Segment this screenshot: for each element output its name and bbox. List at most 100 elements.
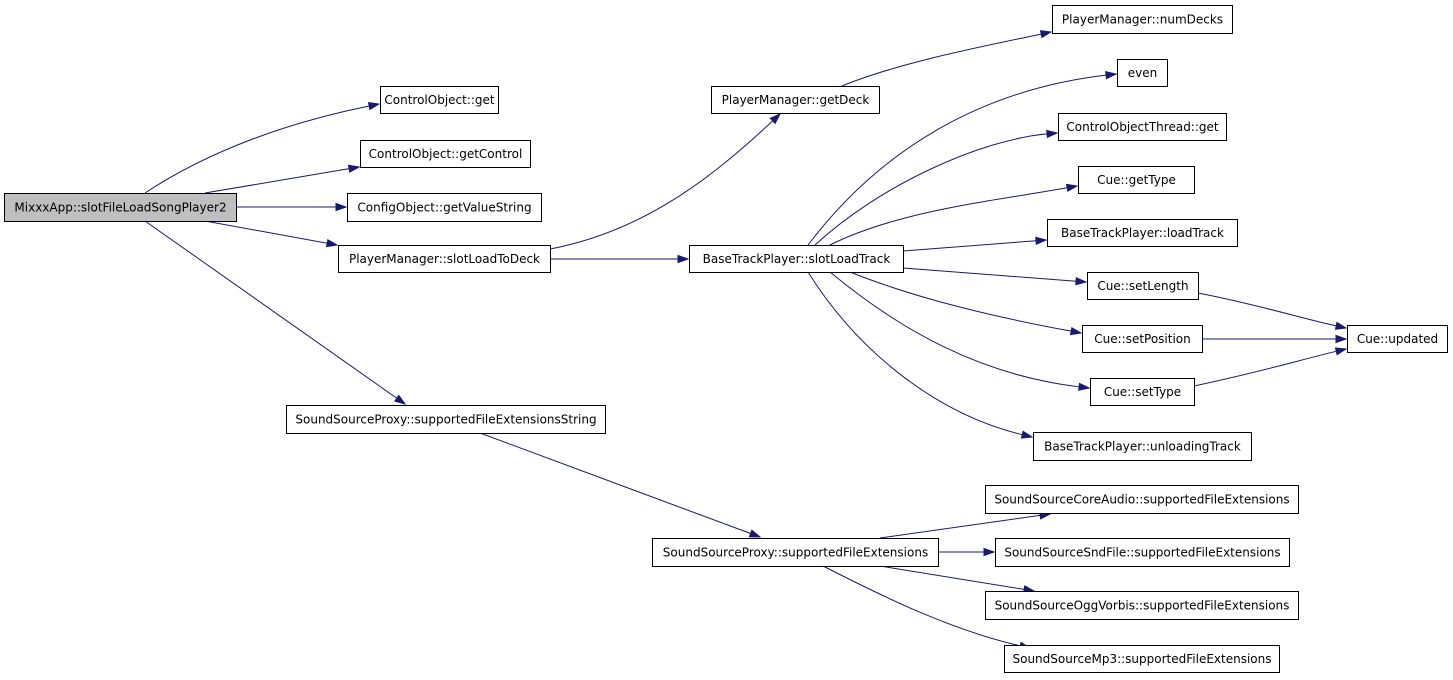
node-cue-settype[interactable]: Cue::setType [1090,378,1195,406]
node-box [1082,325,1203,353]
node-cue-setposition[interactable]: Cue::setPosition [1082,325,1203,353]
node-box [286,405,606,434]
edge-arrowhead [1035,236,1048,245]
node-btp-loadtrack[interactable]: BaseTrackPlayer::loadTrack [1047,219,1238,247]
edge-btp_slotload-to-cue_setlength [902,267,1088,286]
node-ssp-extstring[interactable]: SoundSourceProxy::supportedFileExtension… [286,405,606,434]
edge-arrowhead [1335,334,1348,344]
edge-arrowhead [1069,326,1083,336]
node-box [380,86,499,114]
edge-line [879,565,1025,590]
node-btp-unloading[interactable]: BaseTrackPlayer::unloadingTrack [1033,432,1252,461]
node-label: SoundSourceOggVorbis::supportedFileExten… [995,599,1290,613]
edge-arrowhead [1065,183,1079,193]
node-box [689,245,904,273]
node-ss-mp3[interactable]: SoundSourceMp3::supportedFileExtensions [1004,645,1280,673]
edge-arrowhead [983,547,996,557]
edge-line [829,187,1068,246]
node-box [1058,113,1227,141]
edge-line [902,240,1037,252]
edge-btp_slotload-to-cue_gettype [829,183,1079,246]
node-label: PlayerManager::numDecks [1062,13,1223,27]
node-label: MixxxApp::slotFileLoadSongPlayer2 [14,201,226,215]
node-box [1117,59,1168,87]
node-ss-coreaudio[interactable]: SoundSourceCoreAudio::supportedFileExten… [985,485,1299,514]
edge-root-to-ssp_extstring [144,220,407,405]
edge-root-to-co_getcontrol [204,164,361,194]
edge-line [807,74,1107,246]
node-box [1078,166,1195,194]
node-pm-numdecks[interactable]: PlayerManager::numDecks [1052,5,1233,34]
node-box [711,86,880,114]
edge-line [204,220,328,244]
node-even[interactable]: even [1117,59,1168,87]
node-root[interactable]: MixxxApp::slotFileLoadSongPlayer2 [4,193,237,222]
edge-btp_slotload-to-even [807,71,1118,246]
edge-line [479,432,751,534]
node-pm-slotload[interactable]: PlayerManager::slotLoadToDeck [338,245,551,273]
edge-line [879,514,1041,539]
edge-line [1193,350,1337,387]
node-co-get[interactable]: ControlObject::get [380,86,499,114]
node-cue-updated[interactable]: Cue::updated [1347,325,1448,353]
node-ss-sndfile[interactable]: SoundSourceSndFile::supportedFileExtensi… [995,538,1290,567]
node-box [985,485,1299,514]
edge-arrowhead [325,238,339,248]
node-label: Cue::setLength [1097,279,1188,293]
node-box [1033,432,1252,461]
node-box [1052,5,1233,34]
node-label: ControlObjectThread::get [1066,120,1219,134]
edge-arrowhead [1334,347,1348,356]
edge-arrowhead [367,101,381,111]
edge-ssp_ext-to-ss_oggvorbis [879,565,1036,594]
node-box [360,140,531,168]
edge-line [902,267,1077,282]
node-cue-gettype[interactable]: Cue::getType [1078,166,1195,194]
node-label: Cue::setPosition [1094,332,1191,346]
node-cue-setlength[interactable]: Cue::setLength [1087,272,1199,300]
edge-line [841,33,1042,87]
edge-root-to-co_get [144,101,381,194]
node-label: Cue::setType [1104,385,1181,399]
edge-btp_slotload-to-btp_unloading [807,271,1034,439]
node-label: BaseTrackPlayer::unloadingTrack [1044,440,1241,454]
node-box [995,538,1290,567]
edge-line [144,220,398,399]
edge-pm_slotload-to-pm_getdeck [549,112,782,250]
node-box [1347,325,1448,353]
node-btp-slotload[interactable]: BaseTrackPlayer::slotLoadTrack [689,245,904,273]
node-label: ControlObject::get [384,93,495,107]
edge-arrowhead [1078,382,1091,391]
node-label: PlayerManager::getDeck [722,93,870,107]
node-ss-oggvorbis[interactable]: SoundSourceOggVorbis::supportedFileExten… [985,591,1299,620]
node-label: BaseTrackPlayer::loadTrack [1061,226,1224,240]
edge-ssp_extstring-to-ssp_ext [479,432,762,538]
edge-root-to-pm_slotload [204,220,339,248]
node-box [1004,645,1280,673]
edge-pm_slotload-to-btp_slotload [550,254,690,264]
edge-line [822,565,1021,647]
edge-arrowhead [1105,71,1118,80]
edge-arrowhead [393,394,407,405]
node-cot-get[interactable]: ControlObjectThread::get [1058,113,1227,141]
edge-line [829,271,1080,388]
node-pm-getdeck[interactable]: PlayerManager::getDeck [711,86,880,114]
node-box [338,245,551,273]
edge-line [849,271,1072,332]
edge-cue_setposition-to-cue_updated [1202,334,1348,344]
node-label: Cue::getType [1097,173,1176,187]
edge-arrowhead [1039,30,1053,39]
node-label: BaseTrackPlayer::slotLoadTrack [703,252,891,266]
edge-line [144,105,370,194]
edge-pm_getdeck-to-pm_numdecks [841,30,1053,87]
node-box [652,538,939,567]
edge-arrowhead [1334,321,1348,330]
node-co-getcontrol[interactable]: ControlObject::getControl [360,140,531,168]
node-cfg-getvalue[interactable]: ConfigObject::getValueString [347,193,542,222]
node-ssp-ext[interactable]: SoundSourceProxy::supportedFileExtension… [652,538,939,567]
edge-arrowhead [1075,277,1088,286]
node-box [1047,219,1238,247]
edge-btp_slotload-to-cot_get [814,129,1059,246]
node-box [1090,378,1195,406]
